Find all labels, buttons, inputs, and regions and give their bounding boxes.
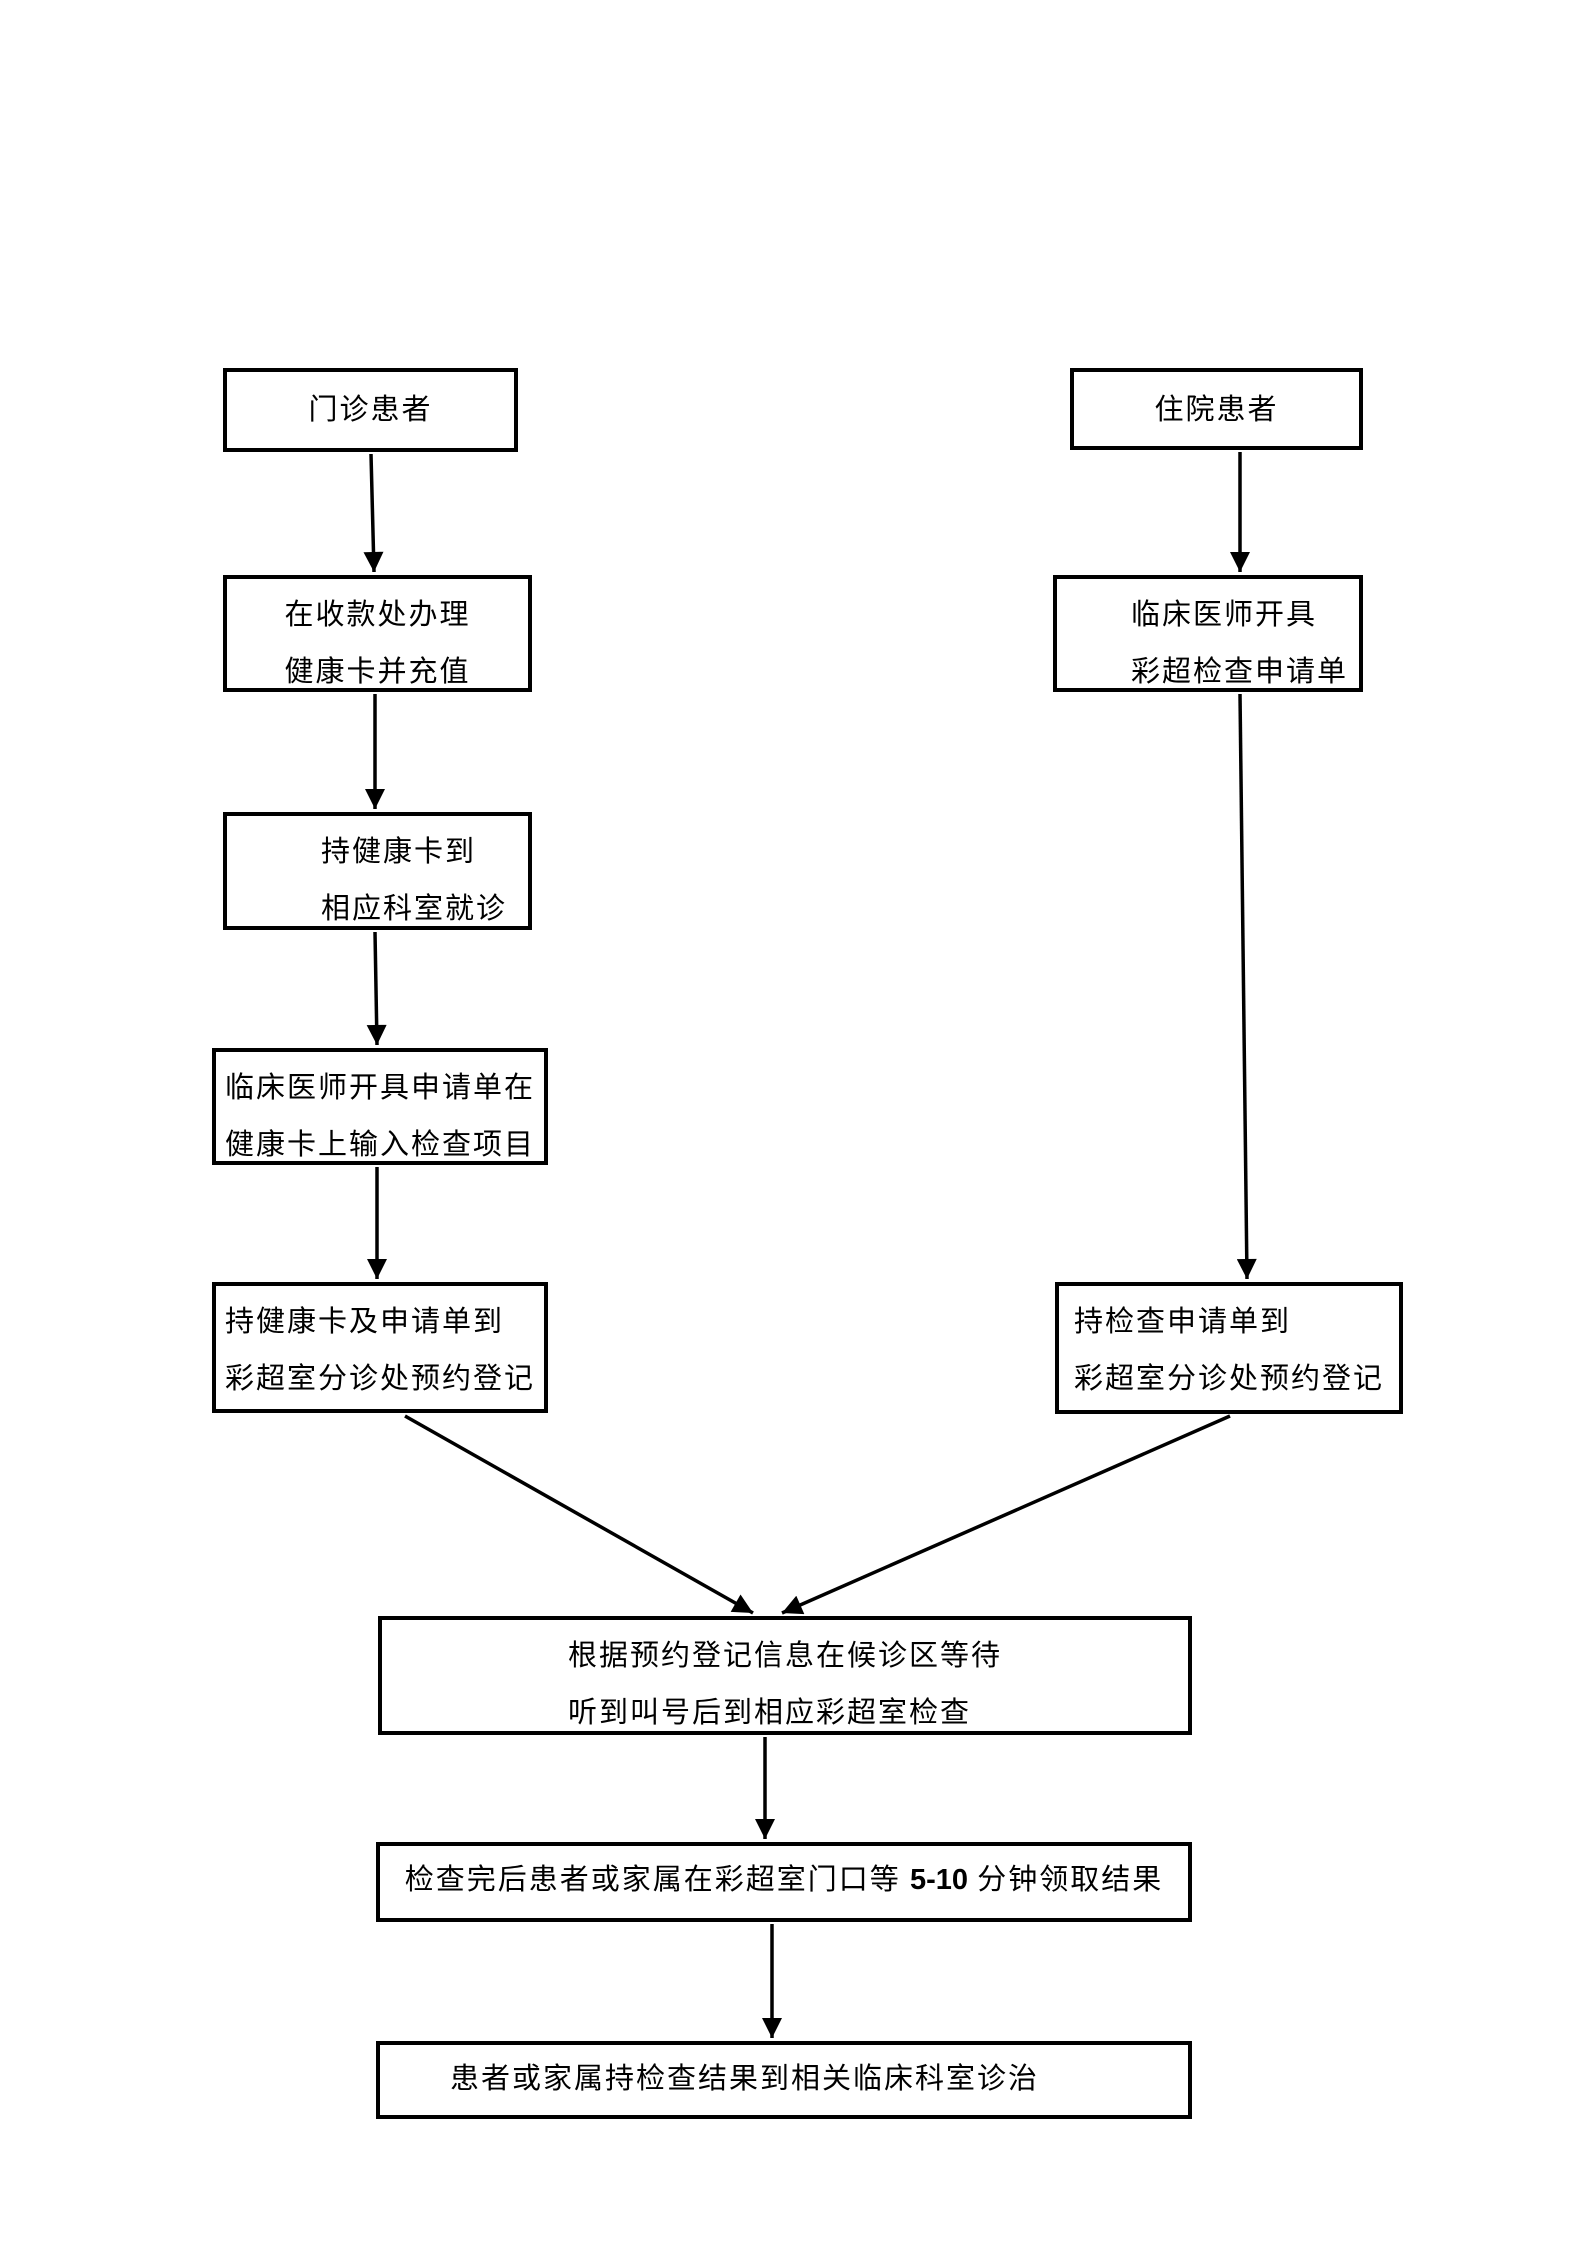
- node-doctor-order-outpatient: 临床医师开具申请单在 健康卡上输入检查项目: [212, 1048, 548, 1165]
- node-inpatient-label: 住院患者: [1154, 394, 1279, 426]
- node-doctor-order-outpatient-line2: 健康卡上输入检查项目: [224, 1129, 535, 1161]
- node-register-outpatient-line2: 彩超室分诊处预约登记: [224, 1363, 535, 1395]
- node-inpatient: 住院患者: [1070, 368, 1363, 450]
- node-doctor-order-inpatient-line1: 临床医师开具: [1131, 599, 1318, 631]
- node-register-inpatient: 持检查申请单到 彩超室分诊处预约登记: [1055, 1282, 1403, 1414]
- node-pay-card: 在收款处办理 健康卡并充值: [223, 575, 532, 692]
- node-visit-department: 持健康卡到 相应科室就诊: [223, 812, 532, 930]
- node-register-outpatient: 持健康卡及申请单到 彩超室分诊处预约登记: [212, 1282, 548, 1413]
- node-wait-for-exam: 根据预约登记信息在候诊区等待 听到叫号后到相应彩超室检查: [378, 1616, 1192, 1735]
- node-outpatient-label: 门诊患者: [308, 394, 433, 426]
- node-get-result: 检查完后患者或家属在彩超室门口等 5-10 分钟领取结果: [376, 1842, 1192, 1922]
- node-visit-department-line1: 持健康卡到: [321, 836, 477, 868]
- node-get-result-line: 检查完后患者或家属在彩超室门口等 5-10 分钟领取结果: [405, 1852, 1164, 1909]
- node-register-inpatient-line2: 彩超室分诊处预约登记: [1073, 1363, 1384, 1395]
- node-pay-card-line1: 在收款处办理: [284, 599, 471, 631]
- arrow-orderin-to-regin: [1236, 693, 1257, 1280]
- node-treatment: 患者或家属持检查结果到相关临床科室诊治: [376, 2041, 1192, 2119]
- node-doctor-order-outpatient-line1: 临床医师开具申请单在: [224, 1072, 535, 1104]
- node-doctor-order-inpatient-line2: 彩超检查申请单: [1131, 656, 1349, 688]
- arrow-regin-to-wait: [781, 1414, 1231, 1615]
- node-wait-for-exam-line1: 根据预约登记信息在候诊区等待: [567, 1640, 1002, 1672]
- node-register-outpatient-line1: 持健康卡及申请单到: [224, 1306, 504, 1338]
- arrow-outpatient-to-paycard: [363, 453, 384, 573]
- node-outpatient: 门诊患者: [223, 368, 518, 452]
- node-wait-for-exam-line2: 听到叫号后到相应彩超室检查: [567, 1697, 971, 1729]
- node-register-inpatient-line1: 持检查申请单到: [1073, 1306, 1291, 1338]
- node-visit-department-line2: 相应科室就诊: [321, 893, 508, 925]
- node-doctor-order-inpatient: 临床医师开具 彩超检查申请单: [1053, 575, 1363, 692]
- node-get-result-prefix: 检查完后患者或家属在彩超室门口等: [404, 1864, 910, 1896]
- node-get-result-minutes: 5-10: [909, 1864, 969, 1896]
- arrow-regout-to-wait: [404, 1414, 754, 1615]
- node-get-result-suffix: 分钟领取结果: [968, 1864, 1164, 1896]
- node-pay-card-line2: 健康卡并充值: [284, 656, 471, 688]
- arrow-visitdept-to-orderout: [366, 931, 387, 1046]
- node-treatment-label: 患者或家属持检查结果到相关临床科室诊治: [450, 2063, 1040, 2095]
